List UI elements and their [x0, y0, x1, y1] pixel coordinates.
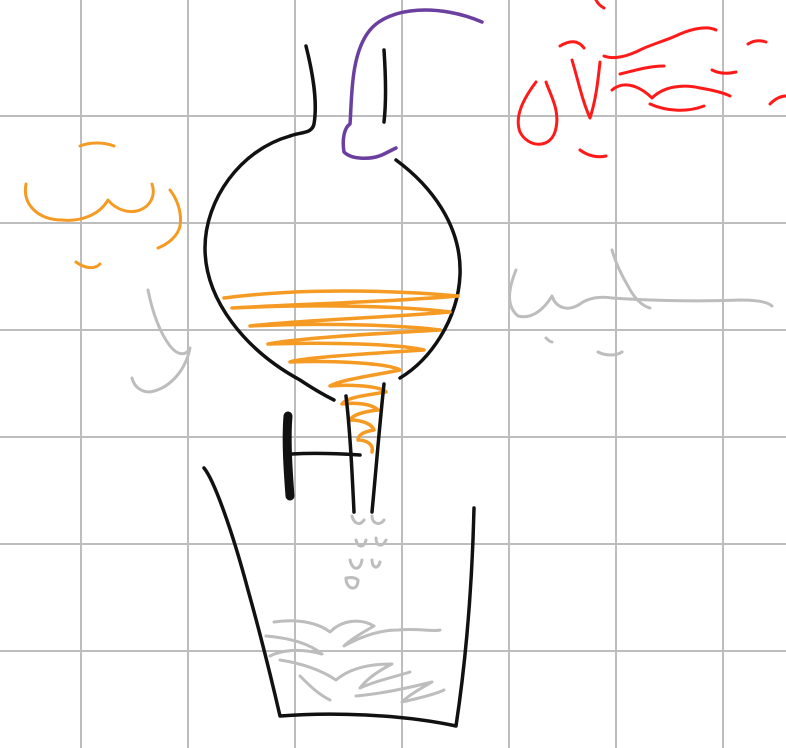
funnel-neck-right	[384, 50, 386, 122]
stopcock-handle	[287, 416, 290, 496]
stopcock-bar	[292, 453, 360, 455]
